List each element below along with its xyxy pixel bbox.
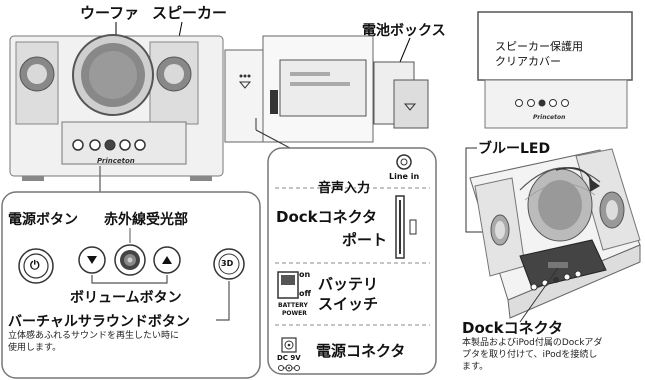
speaker-label: スピーカー [152,4,228,22]
woofer-label: ウーファ [80,4,140,22]
cover-brand: Princeton [533,114,566,121]
cover-text-2: クリアカバー [495,55,561,68]
virtual-surround-desc-1: 立体感あふれるサウンドを再生したい時に [8,331,180,341]
cover-illustration [477,11,633,129]
switch-off-label: off [299,289,311,298]
switch-caption-2: POWER [282,310,307,317]
power-connector-label: 電源コネクタ [316,342,406,360]
blue-led-label: ブルーLED [478,141,551,157]
battery-switch-label-1: バッテリ [318,275,379,293]
battery-box-title: 電池ボックス [362,23,446,39]
switch-caption-1: BATTERY [278,302,308,309]
audio-input-label: 音声入力 [318,181,371,196]
battery-switch-label-2: スイッチ [318,295,379,313]
speaker-front-illustration [9,21,224,181]
controls-panel-frame [1,166,261,379]
3d-button: 3D [221,259,234,268]
dock-desc-2: プタを取り付けて、iPodを接続し [462,350,598,360]
line-in-label: Line in [389,172,420,181]
virtual-surround-desc-2: 使用します。 [8,343,62,353]
power-button-label: 電源ボタン [8,212,78,228]
dock-desc-3: ます。 [462,362,489,372]
back-panel-frame [267,147,437,375]
dock-title: Dockコネクタ [462,319,564,337]
dock-port-label-1: Dockコネクタ [276,208,378,226]
virtual-surround-label: バーチャルサラウンドボタン [8,314,190,330]
cover-text-1: スピーカー保護用 [495,40,583,53]
dock-desc-1: 本製品およびiPod付属のDockアダ [462,338,603,348]
back-view-illustration [224,35,429,149]
switch-on-label: on [299,270,311,279]
dc-label: DC 9V [277,354,301,362]
brand-logo: Princeton [97,157,135,165]
power-icon: ⏻ [30,258,40,272]
dock-port-label-2: ポート [342,231,388,249]
volume-label: ボリュームボタン [70,290,182,306]
ir-receiver-label: 赤外線受光部 [104,212,188,228]
